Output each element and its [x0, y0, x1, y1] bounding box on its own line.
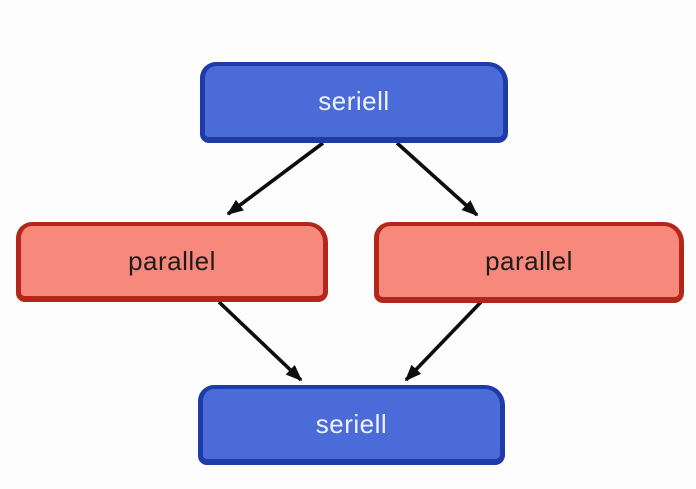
- arrow-right-to-bottom: [404, 300, 483, 382]
- node-label: seriell: [318, 86, 390, 116]
- node-label: seriell: [315, 408, 388, 439]
- node-parallel-right: parallel: [374, 222, 684, 303]
- node-seriell-top: seriell: [200, 62, 508, 143]
- node-label: parallel: [128, 245, 216, 276]
- arrow-top-to-left: [226, 141, 325, 216]
- node-label: parallel: [485, 246, 573, 276]
- arrow-left-to-bottom: [217, 300, 303, 382]
- node-parallel-left: parallel: [16, 222, 328, 302]
- node-seriell-bottom: seriell: [198, 385, 505, 465]
- arrow-top-to-right: [395, 141, 479, 217]
